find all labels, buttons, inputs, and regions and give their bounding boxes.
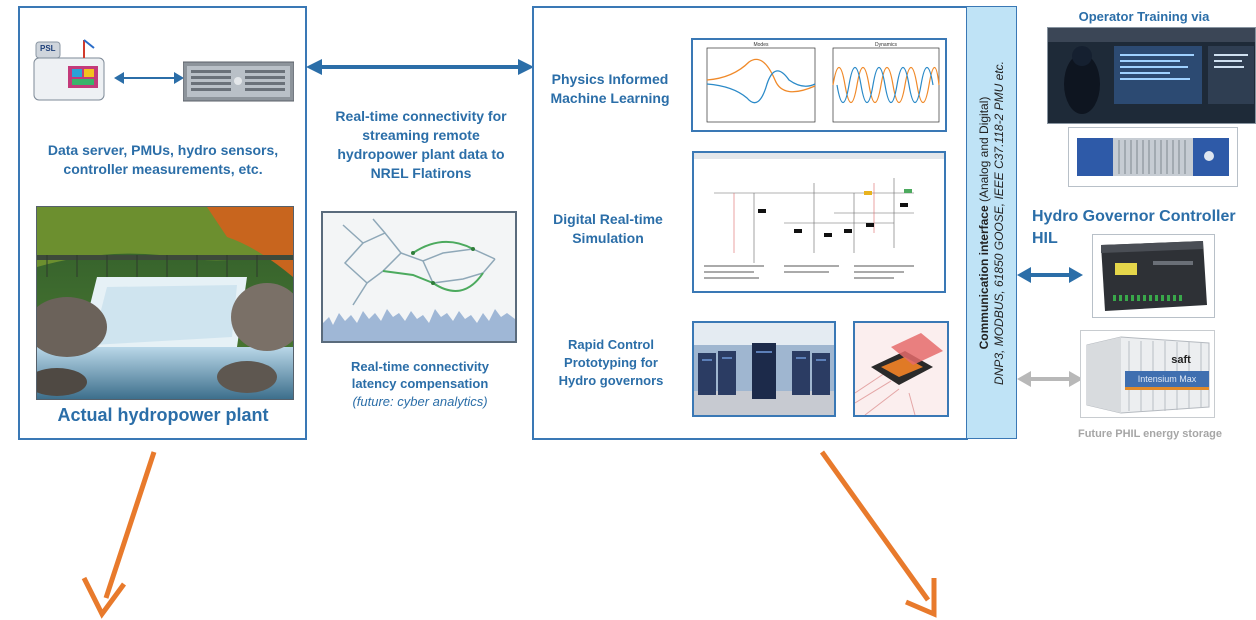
- pmu-device-label: PSL: [40, 44, 56, 53]
- latency-text: Real-time connectivity latency compensat…: [351, 359, 489, 391]
- pmu-device-image: PSL: [28, 38, 114, 104]
- comm-protocols: DNP3, MODBUS, 61850 GOOSE, IEEE C37.118-…: [991, 60, 1006, 385]
- plot2-title: Dynamics: [875, 42, 897, 48]
- simulation-schematic-image: [692, 151, 946, 293]
- operator-training-label: Operator Training via: [1078, 9, 1210, 24]
- plant-caption: Actual hydropower plant: [57, 405, 269, 425]
- storage-brand-label: saft: [1171, 354, 1191, 366]
- data-center-image: [692, 321, 836, 417]
- hydropower-plant-photo: [36, 206, 294, 400]
- pmu-server-arrow: [114, 72, 184, 84]
- fpga-chip-image: [853, 321, 949, 417]
- row2-label: Digital Real-time Simulation: [553, 211, 663, 246]
- data-server-image: [183, 60, 294, 103]
- operator-training-photo: [1047, 27, 1256, 124]
- row1-label: Physics Informed Machine Learning: [550, 71, 670, 106]
- comm-title: Communication interface: [976, 204, 991, 349]
- future-storage-label: Future PHIL energy storage: [1077, 428, 1223, 440]
- plot1-title: Modes: [753, 42, 769, 48]
- plant-down-arrow: [81, 451, 157, 619]
- comm-subtitle: (Analog and Digital): [976, 96, 991, 205]
- lab-down-arrow: [819, 450, 937, 618]
- storage-interface-arrow: [1017, 371, 1083, 387]
- connectivity-text: Real-time connectivity for streaming rem…: [335, 108, 507, 181]
- pinn-plot-image: Modes Dynamics: [691, 38, 947, 132]
- governor-controller-device: [1068, 127, 1238, 187]
- plant-to-lab-arrow: [306, 59, 534, 75]
- latency-future-text: (future: cyber analytics): [352, 394, 488, 409]
- hil-controller-device: [1092, 234, 1215, 318]
- storage-product-label: Intensium Max: [1138, 374, 1197, 384]
- hydro-governor-label: Hydro Governor Controller HIL: [1032, 208, 1236, 247]
- governor-interface-arrow: [1017, 267, 1083, 283]
- energy-storage-container: saft Intensium Max: [1080, 330, 1215, 418]
- communication-interface-text: Communication interface (Analog and Digi…: [977, 13, 1007, 433]
- network-latency-image: [321, 211, 517, 343]
- data-sources-caption: Data server, PMUs, hydro sensors, contro…: [47, 142, 279, 177]
- communication-interface-strip: Communication interface (Analog and Digi…: [966, 6, 1017, 439]
- row3-label: Rapid Control Prototyping for Hydro gove…: [558, 337, 664, 388]
